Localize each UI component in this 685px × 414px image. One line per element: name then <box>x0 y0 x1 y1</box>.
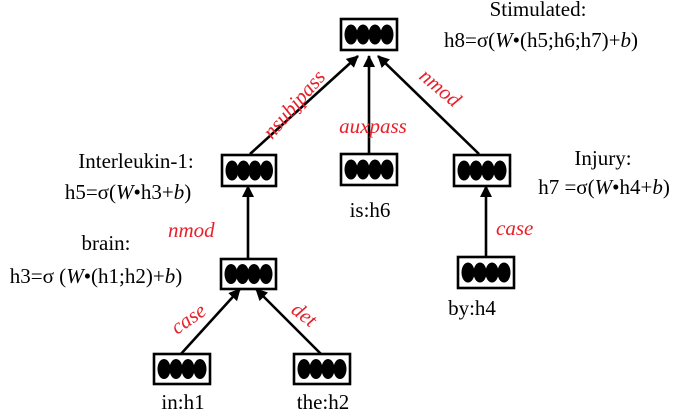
edge-nmod-top <box>377 55 480 155</box>
stimulated-label: Stimulated: <box>490 0 587 21</box>
edge-label-case-bottom: case <box>166 298 210 339</box>
node-in <box>152 352 212 386</box>
edge-label-nsubjpass: nsubjpass <box>258 65 330 143</box>
node-is <box>339 152 399 187</box>
stimulated-formula: h8=σ(W•(h5;h6;h7)+b) <box>444 28 638 52</box>
edge-label-case-right: case <box>496 216 533 240</box>
edge-label-nmod-left: nmod <box>168 218 215 242</box>
interleukin-label: Interleukin-1: <box>78 149 193 173</box>
the-label: the:h2 <box>297 390 350 414</box>
in-label: in:h1 <box>161 390 204 414</box>
injury-formula: h7 =σ(W•h4+b) <box>538 175 670 199</box>
node-stimulated <box>339 17 399 52</box>
interleukin-formula: h5=σ(W•h3+b) <box>65 180 191 204</box>
brain-formula: h3=σ (W•(h1;h2)+b) <box>10 264 182 288</box>
node-interleukin <box>220 153 278 188</box>
is-label: is:h6 <box>350 198 391 222</box>
node-by <box>456 255 516 290</box>
edge-label-nmod-top: nmod <box>415 63 467 112</box>
by-label: by:h4 <box>448 296 496 320</box>
edge-case-bottom <box>179 288 241 356</box>
node-the <box>292 352 352 386</box>
brain-label: brain: <box>82 231 131 255</box>
injury-label: Injury: <box>574 146 631 170</box>
node-brain <box>219 257 278 291</box>
edge-nsubjpass <box>249 55 359 155</box>
node-injury <box>452 153 512 188</box>
edge-det <box>255 288 323 356</box>
edge-label-auxpass: auxpass <box>339 114 407 138</box>
